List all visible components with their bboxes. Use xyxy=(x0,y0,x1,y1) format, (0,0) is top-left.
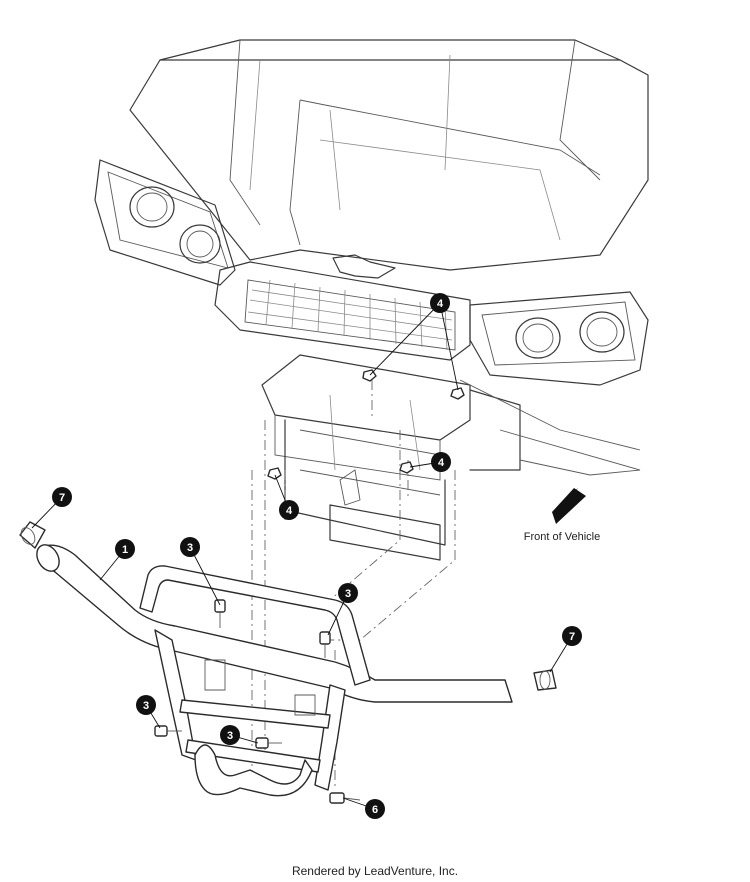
svg-text:4: 4 xyxy=(437,298,444,310)
bolt-3c xyxy=(154,725,182,737)
callout-6: 6 xyxy=(365,799,385,819)
right-headlight xyxy=(469,291,649,386)
nut-4b xyxy=(450,387,465,400)
svg-text:3: 3 xyxy=(345,588,351,600)
callout-7-right: 7 xyxy=(562,626,582,646)
front-of-vehicle-label: Front of Vehicle xyxy=(524,531,600,543)
callout-3-top-left: 3 xyxy=(180,537,200,557)
front-grille xyxy=(214,254,471,361)
svg-text:1: 1 xyxy=(122,544,128,556)
svg-text:4: 4 xyxy=(438,457,445,469)
front-bumper-tube xyxy=(36,544,513,797)
end-cap-right xyxy=(533,669,557,691)
bolt-3d xyxy=(255,737,282,749)
svg-text:7: 7 xyxy=(59,492,65,504)
hitch-pin xyxy=(329,792,361,804)
exploded-parts-diagram: Front of Vehicle 1 3 3 3 3 4 xyxy=(19,39,649,819)
bolt-3b xyxy=(319,631,331,658)
vehicle-hood xyxy=(129,39,649,271)
callout-3-top-right: 3 xyxy=(338,583,358,603)
nut-4d xyxy=(399,461,414,474)
callout-7-left: 7 xyxy=(52,487,72,507)
svg-text:4: 4 xyxy=(286,505,293,517)
svg-text:3: 3 xyxy=(143,700,149,712)
callout-3-lower-left: 3 xyxy=(136,695,156,715)
callout-1: 1 xyxy=(115,539,135,559)
left-headlight xyxy=(94,159,236,286)
callout-4-left: 4 xyxy=(279,500,299,520)
front-direction-arrow-icon xyxy=(552,488,586,524)
callout-3-lower-middle: 3 xyxy=(220,725,240,745)
svg-text:7: 7 xyxy=(569,631,575,643)
nut-4a xyxy=(362,369,377,382)
svg-text:3: 3 xyxy=(187,542,193,554)
end-cap-left xyxy=(19,521,46,549)
footer-credit: Rendered by LeadVenture, Inc. xyxy=(291,864,459,878)
bolt-3a xyxy=(214,599,226,628)
callout-leaders xyxy=(31,302,573,810)
nut-4c xyxy=(267,467,282,480)
callout-4-right: 4 xyxy=(431,452,451,472)
mounting-frame xyxy=(261,354,641,561)
callout-4-top: 4 xyxy=(430,293,450,313)
svg-text:3: 3 xyxy=(227,730,233,742)
svg-text:6: 6 xyxy=(372,804,378,816)
